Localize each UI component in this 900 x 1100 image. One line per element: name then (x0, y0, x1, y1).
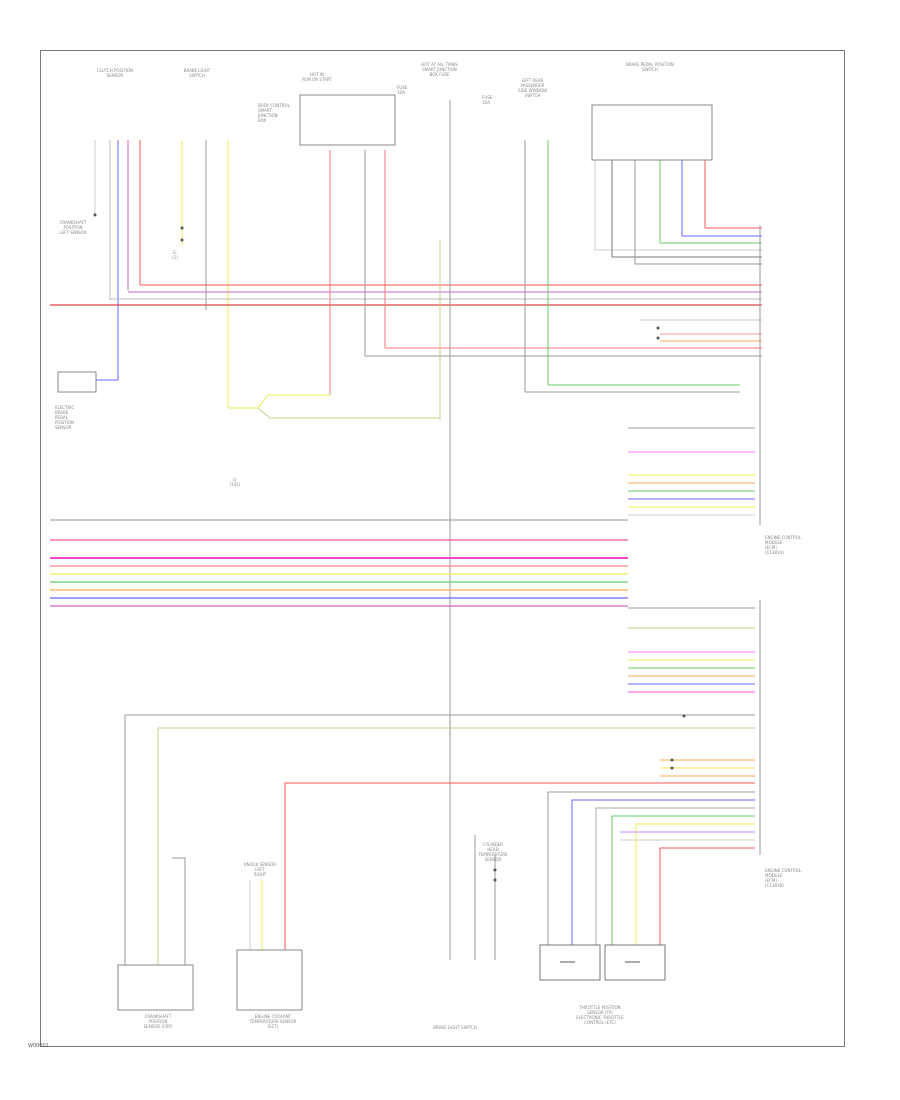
wire (284, 782, 755, 950)
wire (659, 847, 755, 945)
wire (635, 823, 755, 945)
wire (124, 714, 755, 965)
wire (257, 407, 440, 419)
wire (571, 799, 755, 945)
bus-top (50, 227, 762, 393)
ckp-sensor-label: CLUTCH POSITION SENSOR (96, 68, 134, 78)
wire (611, 815, 755, 945)
dot (670, 766, 674, 770)
crank-sensor-label: CRANKSHAFT POSITION LEFT SENSOR (59, 220, 87, 235)
fuse-b-label: FUSE 10A (482, 95, 493, 105)
connector-dots (93, 213, 686, 882)
dot (656, 336, 660, 340)
fuse-box-label: BODY CONTROL SMART JUNCTION BOX (258, 103, 290, 123)
bottom-right-label: THROTTLE POSITION SENSOR (TP) ELECTRONIC… (576, 1005, 624, 1025)
knock-sensor-label: KNOCK SENSOR LEFT RIGHT (244, 862, 276, 877)
diagram-code: W00001 (28, 1043, 49, 1049)
hot-run-label: HOT IN RUN OR START (302, 72, 332, 82)
relay-wires (96, 379, 440, 419)
fuse-box (299, 94, 396, 146)
electric-pedal-sensor-box (57, 371, 97, 393)
brake-light-switch-label: BRAKE LIGHT SWITCH (183, 68, 211, 78)
wire (157, 727, 755, 965)
ground-left-label: G- (101) (229, 477, 241, 487)
brake-pedal-switch-box (591, 104, 713, 161)
ect-sensor-box (236, 949, 303, 1011)
dot (493, 878, 497, 882)
fuse-a-label: FUSE 10A (397, 85, 408, 95)
bottom-left-label: CRANKSHAFT POSITION SENSOR (CKP) (143, 1014, 173, 1029)
ckp-sensor-box (117, 964, 194, 1011)
bottom-center-label: BRAKE LIGHT SWITCH (433, 1025, 477, 1030)
wire (228, 394, 330, 409)
bus-middle (50, 519, 628, 607)
dot (670, 758, 674, 762)
dot (656, 326, 660, 330)
dot (682, 714, 686, 718)
bus-lower (124, 714, 755, 965)
brake-pedal-label: BRAKE PEDAL POSITION SWITCH (626, 62, 674, 72)
left-rear-label: LEFT REAR PASSENGER SIDE WINDOW SWITCH (518, 78, 547, 98)
ecm-bottom-label: ENGINE CONTROL MODULE (ECM) (C1381B) (765, 868, 802, 888)
electric-pedal-label: ELECTRIC BRAKE PEDAL POSITION SENSOR (55, 405, 75, 430)
ckp-sensor-wires (94, 140, 229, 408)
dot (180, 238, 184, 242)
throttle-connector-b (604, 944, 666, 981)
diagram-frame (40, 50, 845, 1047)
ecm-lower-pins (628, 607, 755, 693)
wire (547, 791, 755, 945)
ground-main-label: G- (1) (172, 250, 178, 260)
hot-all-label: HOT AT ALL TIMES SMART JUNCTION BOX FUSE (421, 62, 458, 77)
wire (172, 857, 186, 965)
throttle-connector-a (539, 944, 601, 981)
ecm-upper-pins (628, 427, 755, 516)
dot (93, 213, 97, 217)
ecm-top-label: ENGINE CONTROL MODULE (ECM) (C1381A) (765, 535, 802, 555)
dot (493, 868, 497, 872)
top-vertical-wires (329, 100, 761, 960)
dot (180, 226, 184, 230)
bottom-mid-label: ENGINE COOLANT TEMPERATURE SENSOR (ECT) (249, 1014, 297, 1029)
wire (595, 807, 755, 945)
temp-sensor-label: CYLINDER HEAD TEMPERATURE SENSOR (478, 842, 508, 862)
